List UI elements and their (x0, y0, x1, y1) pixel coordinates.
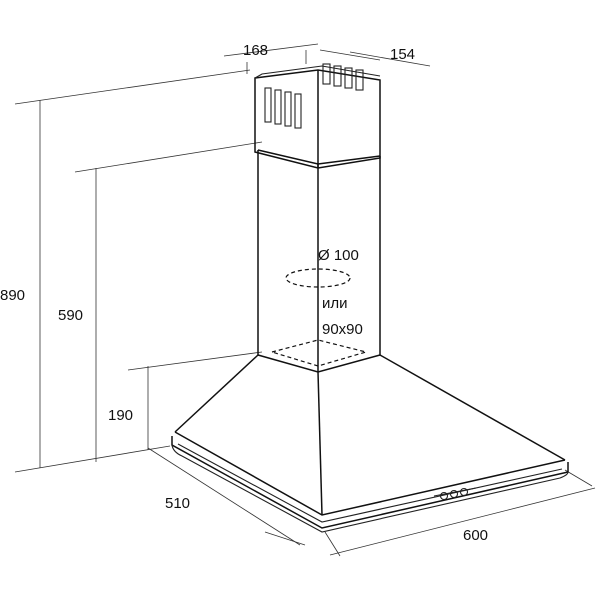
dim-168-line (223, 43, 319, 57)
vent-slot (344, 67, 353, 89)
canopy-right-edge (379, 354, 566, 461)
control-button[interactable] (439, 491, 449, 501)
vent-slots-front (264, 87, 302, 129)
ext-510-front (264, 531, 306, 546)
canopy-rim-front (171, 436, 569, 529)
control-panel (433, 487, 477, 501)
label-chimney-depth: 154 (390, 46, 415, 63)
vent-slot (333, 65, 342, 87)
vent-slot (355, 69, 364, 91)
ext-600-left (324, 531, 341, 557)
label-chimney-width: 168 (243, 42, 268, 59)
vent-slot (264, 87, 272, 123)
vent-slots-side (322, 63, 364, 91)
canopy-rim-inner (177, 443, 563, 523)
vent-slot (322, 63, 331, 85)
dimension-lines (14, 43, 596, 557)
label-total-height: 890 (0, 287, 25, 304)
canopy-front-edge (317, 371, 323, 516)
chimney-joint (257, 149, 381, 165)
vent-slot (274, 89, 282, 125)
round-outlet-marker (285, 268, 351, 288)
vent-slot (294, 93, 302, 129)
chimney-lower (257, 149, 381, 372)
ext-154-a (319, 49, 381, 61)
label-or: или (322, 295, 348, 312)
label-canopy-height: 190 (108, 407, 133, 424)
canopy-top (257, 354, 381, 373)
canopy-rim-top (174, 431, 566, 516)
label-square-outlet: 90x90 (322, 321, 363, 338)
label-hood-width: 600 (463, 527, 488, 544)
ext-890-bottom (14, 445, 171, 473)
control-button[interactable] (449, 489, 459, 499)
canopy-rim-bottom (171, 444, 569, 533)
label-mid-height: 590 (58, 307, 83, 324)
chimney-upper-top-lip (254, 65, 381, 79)
ext-600-right (564, 469, 593, 487)
ext-890-top (14, 69, 251, 105)
label-round-outlet: Ø 100 (318, 247, 359, 264)
vent-slot (284, 91, 292, 127)
dim-600-line (329, 487, 596, 556)
dim-510-line (147, 447, 301, 546)
ext-190-top (127, 351, 263, 371)
hood-canopy (171, 354, 569, 533)
square-outlet-marker (269, 339, 369, 367)
control-button[interactable] (459, 487, 469, 497)
canopy-left-edge (174, 354, 259, 433)
chimney-upper (254, 63, 381, 169)
dim-154-line (349, 51, 431, 67)
ext-590-top (74, 141, 263, 173)
label-hood-depth: 510 (165, 495, 190, 512)
